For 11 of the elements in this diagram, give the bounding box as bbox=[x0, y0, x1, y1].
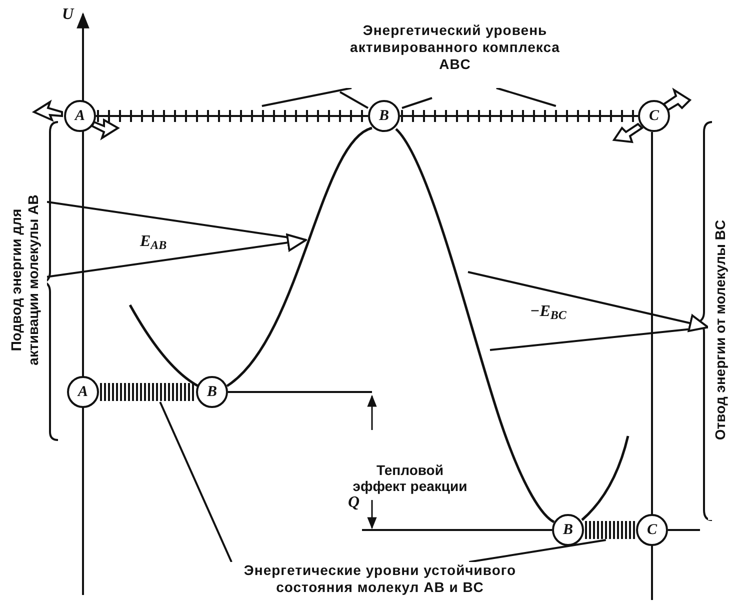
leader-line bbox=[468, 539, 606, 563]
dimension-label: Тепловой эффект реакции bbox=[352, 462, 468, 494]
hatched-bond bbox=[584, 520, 636, 540]
energy-arrow bbox=[46, 200, 307, 278]
leader-line bbox=[262, 87, 352, 107]
leader-line bbox=[496, 87, 556, 107]
axis-label: U bbox=[62, 6, 74, 24]
energy-arrow bbox=[467, 271, 709, 351]
leader-line bbox=[159, 402, 232, 562]
axis-label: Q bbox=[348, 494, 360, 512]
hatched-bond bbox=[99, 382, 196, 402]
